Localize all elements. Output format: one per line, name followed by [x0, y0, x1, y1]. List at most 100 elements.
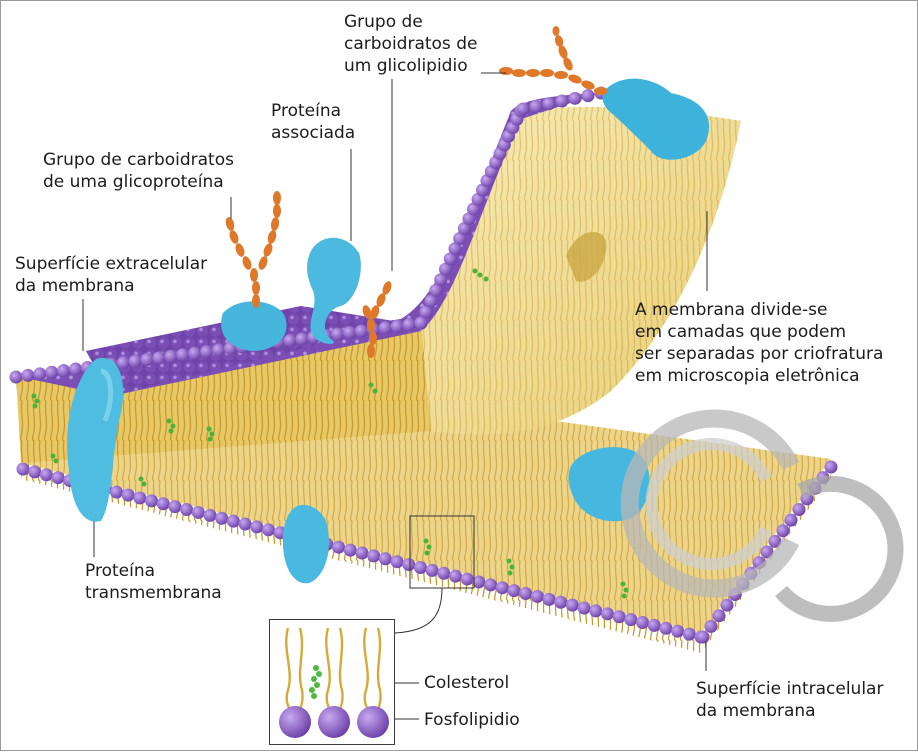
- phospholipid-head: [28, 465, 42, 479]
- phospholipid-head: [191, 505, 205, 519]
- phospholipid-head: [283, 333, 297, 347]
- phospholipid-head: [429, 283, 443, 297]
- label-freeze-fracture: A membrana divide-se em camadas que pode…: [635, 300, 884, 386]
- phospholipid-head: [720, 598, 734, 612]
- phospholipid-head: [507, 584, 521, 598]
- surface-carbohydrate: [362, 281, 392, 358]
- phospholipid-head: [133, 491, 147, 505]
- phospholipid-head: [16, 462, 30, 476]
- phospholipid-head: [449, 569, 463, 583]
- phospholipid-head: [128, 354, 142, 368]
- phospholipid-head: [647, 618, 661, 632]
- phospholipid-head: [443, 252, 457, 266]
- phospholipid-head: [577, 601, 591, 615]
- phospholipid-head: [712, 609, 726, 623]
- inset-closeup: [269, 619, 395, 745]
- phospholipid-head: [188, 346, 202, 360]
- phospholipid-head: [425, 563, 439, 577]
- phospholipid-head: [332, 540, 346, 554]
- phospholipid-head: [354, 324, 368, 338]
- phospholipid-head: [21, 368, 35, 382]
- glycolipid-carbohydrate: [499, 26, 608, 95]
- phospholipid-head: [568, 91, 582, 105]
- proteins: [67, 78, 710, 584]
- carbohydrate-chains: [225, 26, 608, 358]
- label-cholesterol: Colesterol: [424, 673, 510, 693]
- phospholipid-head: [390, 319, 404, 333]
- phospholipid-head: [659, 621, 673, 635]
- phospholipid-head: [624, 613, 638, 627]
- phospholipid-head: [378, 552, 392, 566]
- phospholipid-head: [434, 273, 448, 287]
- inset-phospholipid-heads: [279, 706, 389, 738]
- phospholipid-head: [203, 508, 217, 522]
- phospholipid-head: [696, 630, 710, 644]
- phospholipid-head: [519, 587, 533, 601]
- phospholipid-head: [343, 326, 357, 340]
- phospholipid-head: [390, 555, 404, 569]
- phospholipid-head: [460, 572, 474, 586]
- label-transmembrane-protein: Proteína transmembrana: [85, 561, 222, 603]
- phospholipid-head: [792, 503, 806, 516]
- phospholipid-head: [462, 212, 476, 226]
- cholesterol-clusters: [31, 268, 629, 599]
- phospholipid-head: [636, 616, 650, 630]
- phospholipid-head: [69, 362, 83, 376]
- phospholipid-head: [414, 316, 428, 330]
- glycoprotein: [221, 301, 287, 351]
- label-glycoprotein-carbohydrates: Grupo de carboidratos de uma glicoproteí…: [43, 150, 234, 192]
- phospholipid-head: [565, 598, 579, 612]
- phospholipid-head: [581, 89, 595, 103]
- phospholipid-head: [484, 578, 498, 592]
- phospholipid-head: [529, 99, 543, 113]
- phospholipid-head: [152, 351, 166, 365]
- phospholipid-head: [250, 520, 264, 534]
- phospholipid-head: [472, 575, 486, 589]
- phospholipid-head: [168, 500, 182, 514]
- inset-cholesterol: [309, 665, 322, 699]
- phospholipid-head: [760, 545, 774, 559]
- phospholipid-head: [438, 262, 452, 276]
- phospholipid-head: [156, 497, 170, 511]
- phospholipid-head: [555, 94, 569, 108]
- phospholipid-head: [121, 488, 135, 502]
- phospholipid-head: [682, 627, 696, 641]
- lower-leaflet: [16, 386, 838, 653]
- phospholipid-head: [453, 232, 467, 246]
- label-intracellular-surface: Superfície intracelular da membrana: [696, 679, 884, 721]
- phospholipid-head: [355, 546, 369, 560]
- phospholipid-head: [402, 318, 416, 332]
- phospholipid-head: [367, 549, 381, 563]
- glycoprotein-carbohydrate: [225, 191, 281, 308]
- phospholipid-head: [495, 581, 509, 595]
- phospholipid-head: [554, 595, 568, 609]
- phospholipid-head: [51, 471, 65, 485]
- phospholipid-head: [57, 364, 71, 378]
- phospholipid-head: [402, 558, 416, 572]
- phospholipid-head: [140, 353, 154, 367]
- phospholipid-head: [180, 503, 194, 517]
- label-glycolipid-carbohydrates: Grupo de carboidratos de um glicolipidio: [344, 12, 478, 76]
- phospholipid-head: [784, 513, 798, 527]
- phospholipid-head: [516, 102, 530, 116]
- phospholipid-head: [419, 305, 433, 319]
- phospholipid-head: [437, 566, 451, 580]
- phospholipid-head: [261, 523, 275, 537]
- label-associated-protein: Proteína associada: [271, 101, 356, 143]
- phospholipid-head: [238, 517, 252, 531]
- phospholipid-head: [612, 610, 626, 624]
- phospholipid-head: [212, 343, 225, 357]
- phospholipid-head: [33, 367, 47, 381]
- phospholipid-head: [671, 624, 685, 638]
- phospholipid-head: [9, 370, 23, 384]
- phospholipid-head: [45, 365, 59, 379]
- lower-head-row: [16, 460, 838, 644]
- phospholipid-head: [589, 604, 603, 618]
- watermark-logo: [620, 409, 904, 622]
- phospholipid-head: [824, 460, 838, 474]
- phospholipid-head: [457, 222, 471, 236]
- phospholipid-head: [39, 468, 53, 482]
- flap-hole: [566, 232, 607, 282]
